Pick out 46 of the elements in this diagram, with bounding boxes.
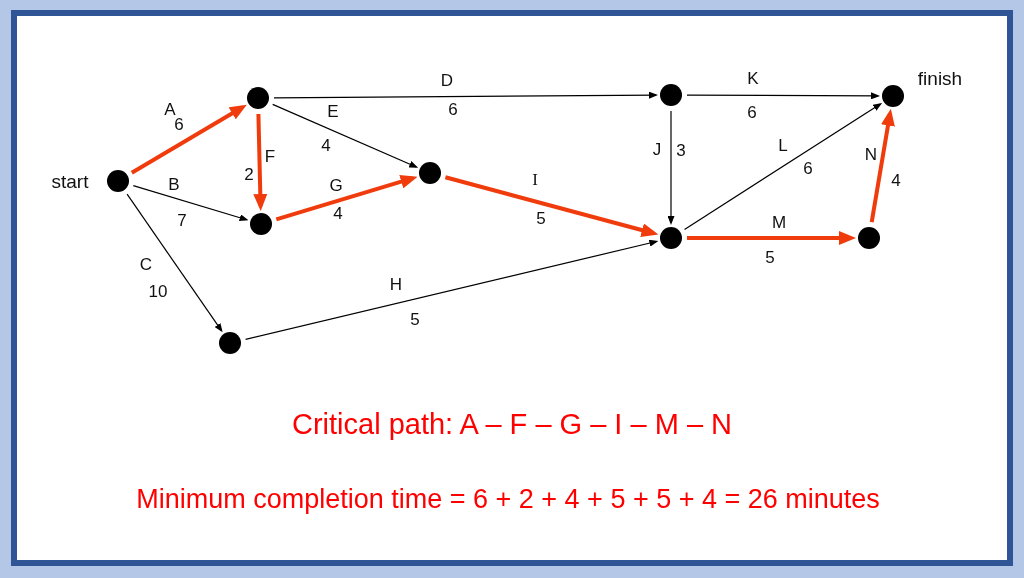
arrow (444, 175, 659, 237)
arrow (275, 174, 418, 222)
duration-label: 6 (448, 101, 458, 119)
duration-label: 10 (148, 283, 168, 301)
arrow (687, 231, 856, 245)
edge-label: G (329, 177, 343, 195)
arrow (253, 113, 268, 211)
duration-label: 2 (244, 166, 254, 184)
duration-label: 5 (765, 249, 775, 267)
duration-label: 5 (410, 311, 420, 329)
edge-label: N (864, 146, 878, 164)
arrow (126, 193, 223, 333)
duration-label: 4 (891, 172, 901, 190)
arrow (686, 92, 880, 100)
duration-label: 6 (747, 104, 757, 122)
node-caption: start (51, 171, 89, 193)
edge-label: C (139, 256, 153, 274)
duration-label: 6 (803, 160, 813, 178)
duration-label: 4 (333, 205, 343, 223)
arrow (272, 103, 419, 168)
edge-label: J (652, 141, 662, 159)
duration-label: 3 (676, 142, 686, 160)
arrow (667, 110, 675, 225)
duration-label: 5 (536, 210, 546, 228)
arrow (130, 104, 247, 175)
edge-label: M (771, 214, 787, 232)
node-caption: finish (917, 68, 963, 90)
duration-label: 4 (321, 137, 331, 155)
edge-label: B (168, 176, 180, 194)
arrow (245, 239, 659, 340)
duration-label: 7 (177, 212, 187, 230)
arrow (683, 103, 883, 230)
arrow (869, 108, 895, 223)
critical-path-text: Critical path: A – F – G – I – M – N (292, 409, 732, 441)
duration-label: 6 (174, 116, 184, 134)
edge-label: F (264, 148, 276, 166)
edge-label: K (747, 70, 759, 88)
edge-label: L (778, 137, 788, 155)
edge-label: D (440, 72, 454, 90)
edge-label: A (164, 101, 176, 119)
edge-label: I (532, 171, 538, 189)
edge-label: E (327, 103, 339, 121)
edge-label: H (389, 276, 403, 294)
arrow (273, 91, 658, 99)
arrow (132, 185, 249, 222)
completion-time-text: Minimum completion time = 6 + 2 + 4 + 5 + 5 + 4 = 26 minutes (136, 485, 880, 515)
